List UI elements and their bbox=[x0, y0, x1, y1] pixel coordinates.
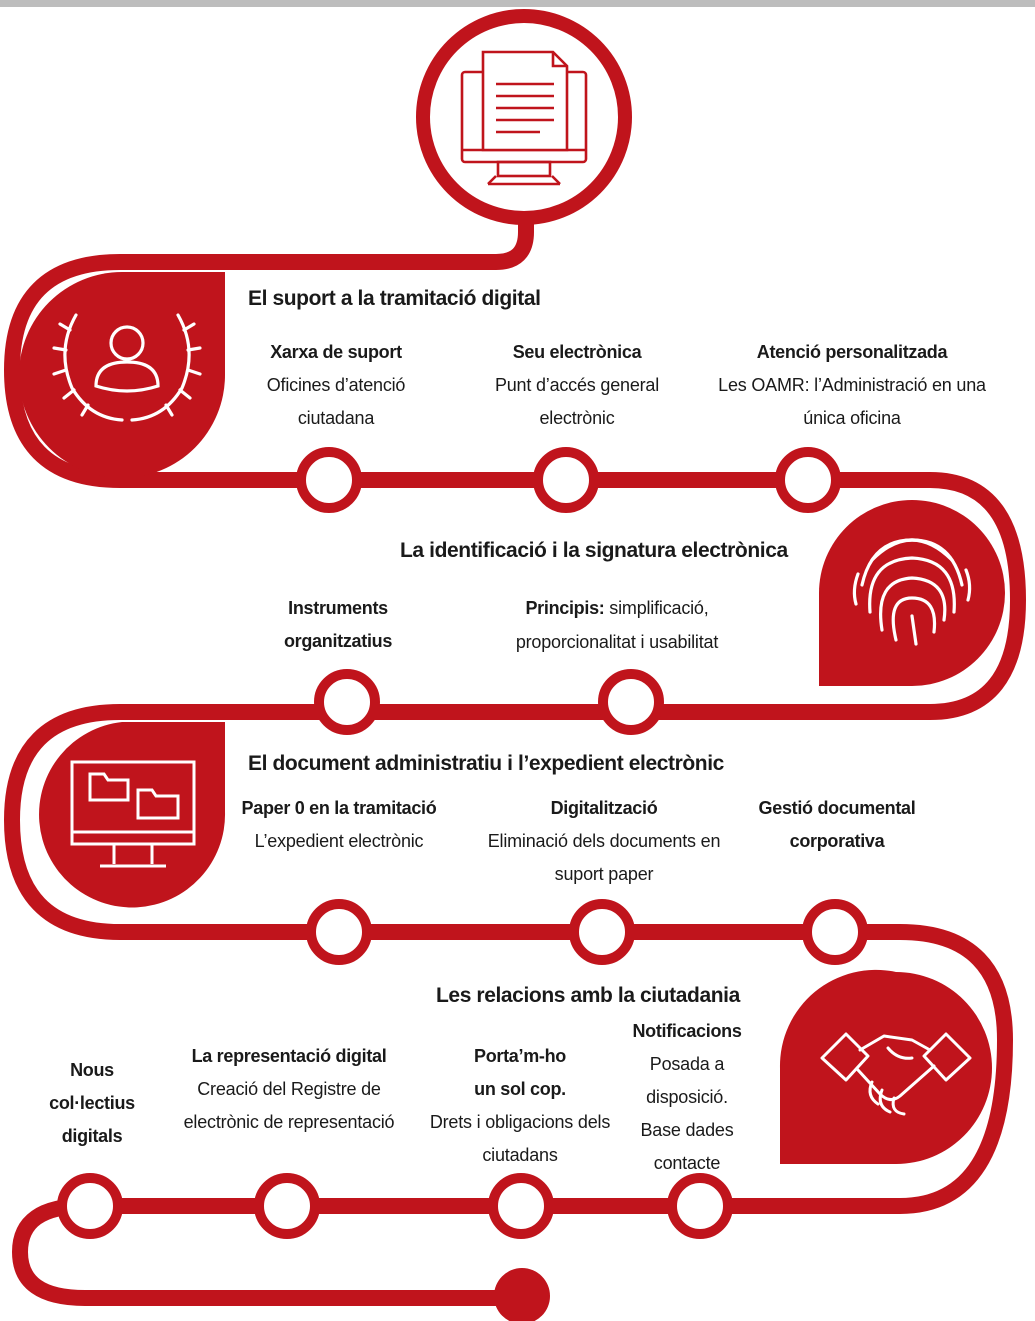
milestone-2-2 bbox=[598, 669, 664, 735]
item-digitalitzacio: Digitalització Eliminació dels documents… bbox=[466, 792, 742, 891]
item-line: Creació del Registre de bbox=[197, 1079, 381, 1099]
item-title: Gestió documental bbox=[758, 798, 916, 818]
handshake-icon bbox=[820, 1032, 972, 1116]
milestone-4-1 bbox=[57, 1173, 123, 1239]
item-title: organitzatius bbox=[283, 631, 393, 651]
milestone-1-1 bbox=[296, 447, 362, 513]
item-title: Digitalització bbox=[550, 798, 658, 818]
milestone-3-2 bbox=[569, 899, 635, 965]
item-line: Les OAMR: l’Administració en una bbox=[718, 375, 986, 395]
item-title: Seu electrònica bbox=[512, 342, 642, 362]
item-line: L’expedient electrònic bbox=[254, 831, 424, 851]
section-title-identificacio: La identificació i la signatura electròn… bbox=[400, 539, 788, 562]
item-line: Oficines d’atenció bbox=[266, 375, 406, 395]
end-dot bbox=[494, 1268, 550, 1321]
drop-section-1 bbox=[19, 272, 225, 478]
milestone-4-4 bbox=[667, 1173, 733, 1239]
item-paper-0: Paper 0 en la tramitació L’expedient ele… bbox=[226, 792, 452, 858]
item-title: Xarxa de suport bbox=[270, 342, 402, 362]
item-line: única oficina bbox=[803, 408, 901, 428]
milestone-3-1 bbox=[306, 899, 372, 965]
item-line: ciutadana bbox=[297, 408, 375, 428]
item-principis: Principis: simplificació, proporcionalit… bbox=[480, 592, 754, 659]
milestone-4-2 bbox=[254, 1173, 320, 1239]
road-path bbox=[4, 207, 1026, 1306]
drop-section-2 bbox=[819, 500, 1005, 686]
item-title: Nous bbox=[70, 1060, 114, 1080]
item-line: electrònic de representació bbox=[183, 1112, 395, 1132]
item-line: Drets i obligacions dels bbox=[429, 1112, 611, 1132]
item-title: Atenció personalitzada bbox=[756, 342, 948, 362]
item-line: electrònic bbox=[539, 408, 615, 428]
item-line: Base dades bbox=[640, 1120, 734, 1140]
item-title: Porta’m-ho bbox=[473, 1046, 566, 1066]
section-title-relacions: Les relacions amb la ciutadania bbox=[436, 984, 740, 1007]
document-monitor-icon bbox=[460, 50, 588, 186]
item-line: contacte bbox=[653, 1153, 721, 1173]
top-border bbox=[0, 0, 1035, 7]
item-title: col·lectius bbox=[49, 1093, 135, 1113]
item-notificacions: Notificacions Posada a disposició. Base … bbox=[618, 1015, 756, 1180]
item-title: Paper 0 en la tramitació bbox=[241, 798, 437, 818]
item-line: disposició. bbox=[646, 1087, 728, 1107]
item-title: Instruments bbox=[288, 598, 388, 618]
item-title: un sol cop. bbox=[474, 1079, 566, 1099]
item-title: corporativa bbox=[789, 831, 885, 851]
milestone-2-1 bbox=[314, 669, 380, 735]
milestone-3-3 bbox=[802, 899, 868, 965]
item-instruments: Instruments organitzatius bbox=[250, 592, 426, 658]
item-line: ciutadans bbox=[482, 1145, 558, 1165]
item-atencio-personalitzada: Atenció personalitzada Les OAMR: l’Admin… bbox=[699, 336, 1005, 435]
milestone-1-2 bbox=[533, 447, 599, 513]
item-line: Posada a bbox=[649, 1054, 725, 1074]
item-representacio-digital: La representació digital Creació del Reg… bbox=[166, 1040, 412, 1139]
drop-section-3 bbox=[39, 722, 226, 908]
milestone-4-3 bbox=[488, 1173, 554, 1239]
section-title-suport: El suport a la tramitació digital bbox=[248, 287, 541, 310]
item-gestio-documental: Gestió documental corporativa bbox=[744, 792, 930, 858]
item-portamho: Porta’m-ho un sol cop. Drets i obligacio… bbox=[414, 1040, 626, 1172]
fingerprint-icon bbox=[852, 538, 972, 646]
item-title: Notificacions bbox=[632, 1021, 742, 1041]
drop-section-4 bbox=[779, 969, 992, 1164]
section-title-document: El document administratiu i l’expedient … bbox=[248, 752, 724, 775]
item-title: digitals bbox=[61, 1126, 123, 1146]
item-nous-collectius: Nous col·lectius digitals bbox=[36, 1054, 148, 1153]
milestone-1-3 bbox=[775, 447, 841, 513]
item-seu-electronica: Seu electrònica Punt d’accés general ele… bbox=[468, 336, 686, 435]
item-title: Principis: bbox=[525, 598, 605, 618]
folders-monitor-icon bbox=[70, 760, 196, 868]
item-line: Punt d’accés general bbox=[494, 375, 660, 395]
item-xarxa-suport: Xarxa de suport Oficines d’atenció ciuta… bbox=[229, 336, 443, 435]
item-line: suport paper bbox=[554, 864, 654, 884]
item-inline: simplificació, bbox=[604, 598, 709, 618]
user-laurel-icon bbox=[52, 313, 202, 422]
item-line: Eliminació dels documents en bbox=[487, 831, 721, 851]
item-line: proporcionalitat i usabilitat bbox=[515, 632, 719, 652]
item-title: La representació digital bbox=[191, 1046, 387, 1066]
